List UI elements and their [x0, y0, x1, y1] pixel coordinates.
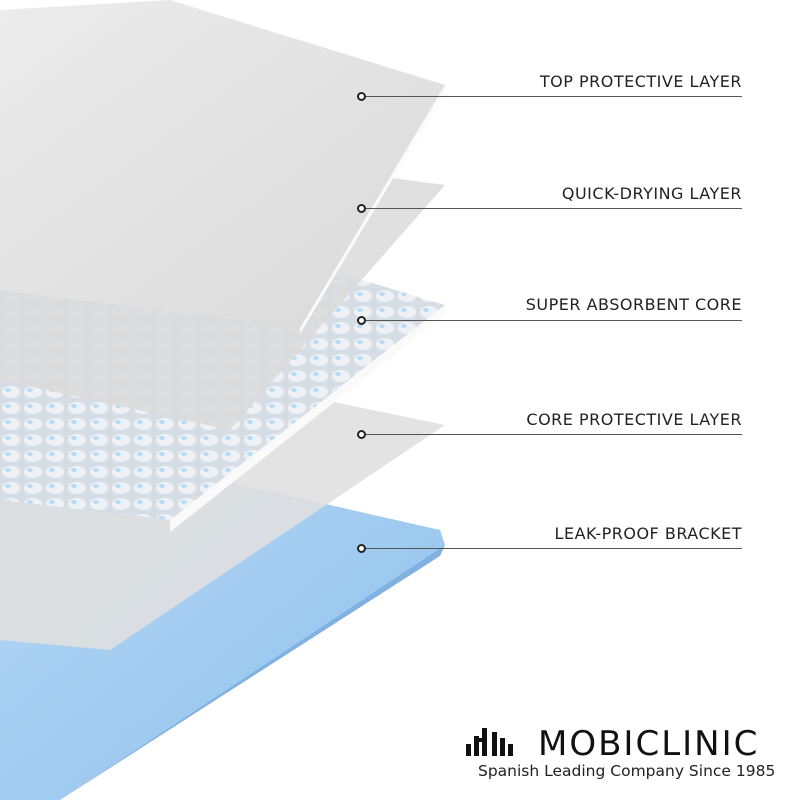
- mobiclinic-logo-icon: [466, 728, 513, 756]
- callout-dot-icon: [357, 544, 366, 553]
- layer-label: CORE PROTECTIVE LAYER: [526, 410, 742, 429]
- callout-dot-icon: [357, 92, 366, 101]
- callout-dot-icon: [357, 316, 366, 325]
- callout-line: [364, 434, 742, 435]
- callout-dot-icon: [357, 430, 366, 439]
- callout-line: [364, 548, 742, 549]
- callout-line: [364, 320, 742, 321]
- brand-tagline: Spanish Leading Company Since 1985: [478, 762, 776, 780]
- layer-label: TOP PROTECTIVE LAYER: [539, 72, 742, 91]
- callout-line: [364, 96, 742, 97]
- callout-line: [364, 208, 742, 209]
- callout-dot-icon: [357, 204, 366, 213]
- layer-label: SUPER ABSORBENT CORE: [525, 295, 742, 314]
- layer-label: LEAK-PROOF BRACKET: [554, 524, 742, 543]
- layer-label: QUICK-DRYING LAYER: [561, 184, 742, 203]
- brand-name: MOBICLINIC: [538, 724, 760, 764]
- top-protective-layer: [0, 0, 445, 328]
